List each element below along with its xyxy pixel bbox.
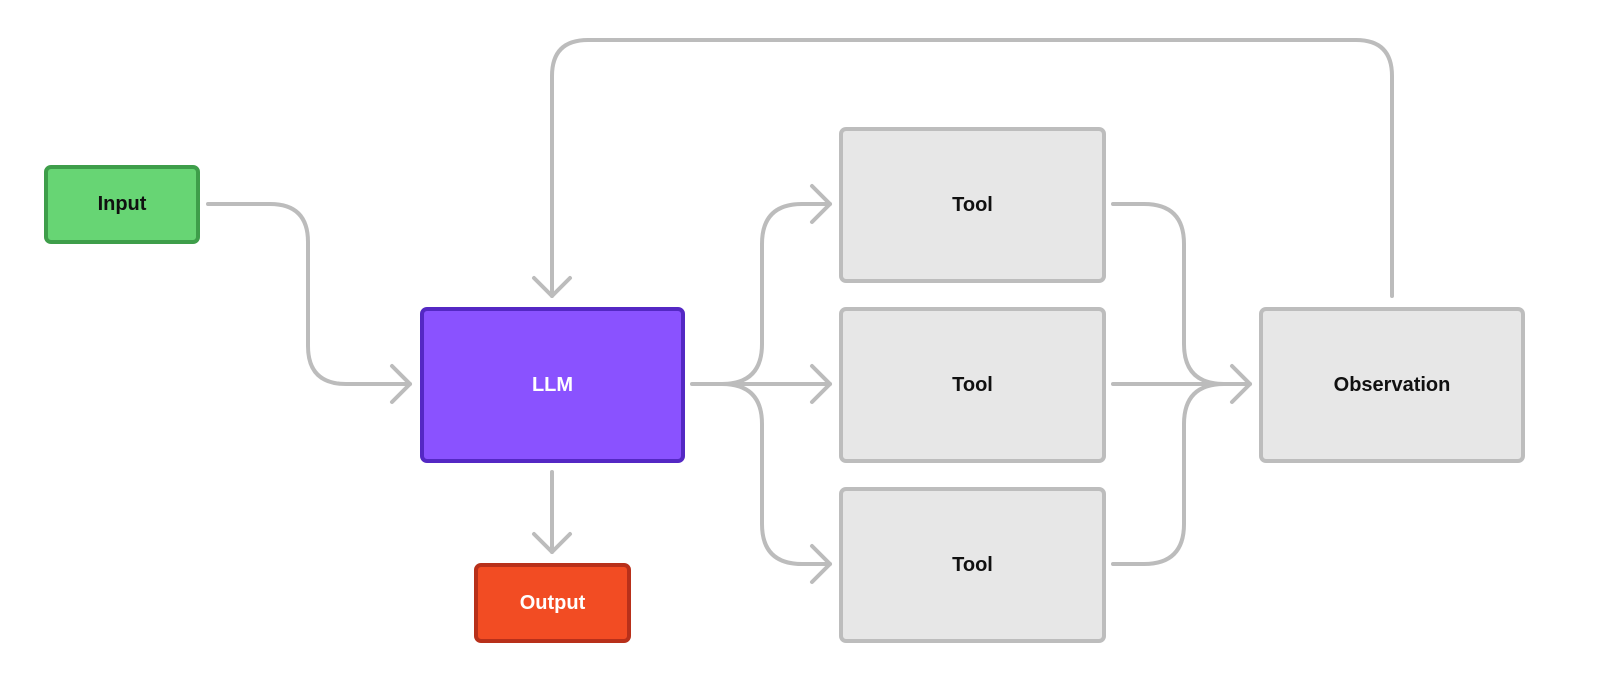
- tool-label: Tool: [952, 373, 993, 396]
- tool-label: Tool: [952, 193, 993, 216]
- llm-node: LLM: [420, 307, 685, 463]
- output-label: Output: [519, 591, 586, 614]
- arrowhead-llm-to-output: [532, 532, 572, 554]
- edge-input-to-llm: [206, 202, 412, 386]
- tool-node-3: Tool: [839, 487, 1106, 643]
- edge-observation-to-llm: [550, 38, 1394, 298]
- input-label: Input: [97, 193, 147, 215]
- tool-label: Tool: [952, 553, 993, 576]
- observation-label: Observation: [1333, 373, 1451, 396]
- arrowhead-llm-to-tool-2: [810, 364, 832, 404]
- edge-tool-1-to-observation: [1111, 202, 1226, 386]
- arrowhead-observation-to-llm: [532, 276, 572, 298]
- arrowhead-tool-2-to-observation: [1230, 364, 1252, 404]
- edge-llm-to-tool-1: [720, 202, 832, 386]
- input-node: Input: [44, 165, 200, 244]
- tool-node-2: Tool: [839, 307, 1106, 463]
- observation-node: Observation: [1259, 307, 1525, 463]
- arrowhead-input-to-llm: [390, 364, 412, 404]
- output-node: Output: [474, 563, 631, 643]
- edge-llm-to-tool-3: [720, 382, 832, 566]
- arrowhead-llm-to-tool-3: [810, 544, 832, 584]
- arrowhead-llm-to-tool-1: [810, 184, 832, 224]
- llm-label: LLM: [531, 373, 574, 396]
- edge-tool-3-to-observation: [1111, 382, 1226, 566]
- tool-node-1: Tool: [839, 127, 1106, 283]
